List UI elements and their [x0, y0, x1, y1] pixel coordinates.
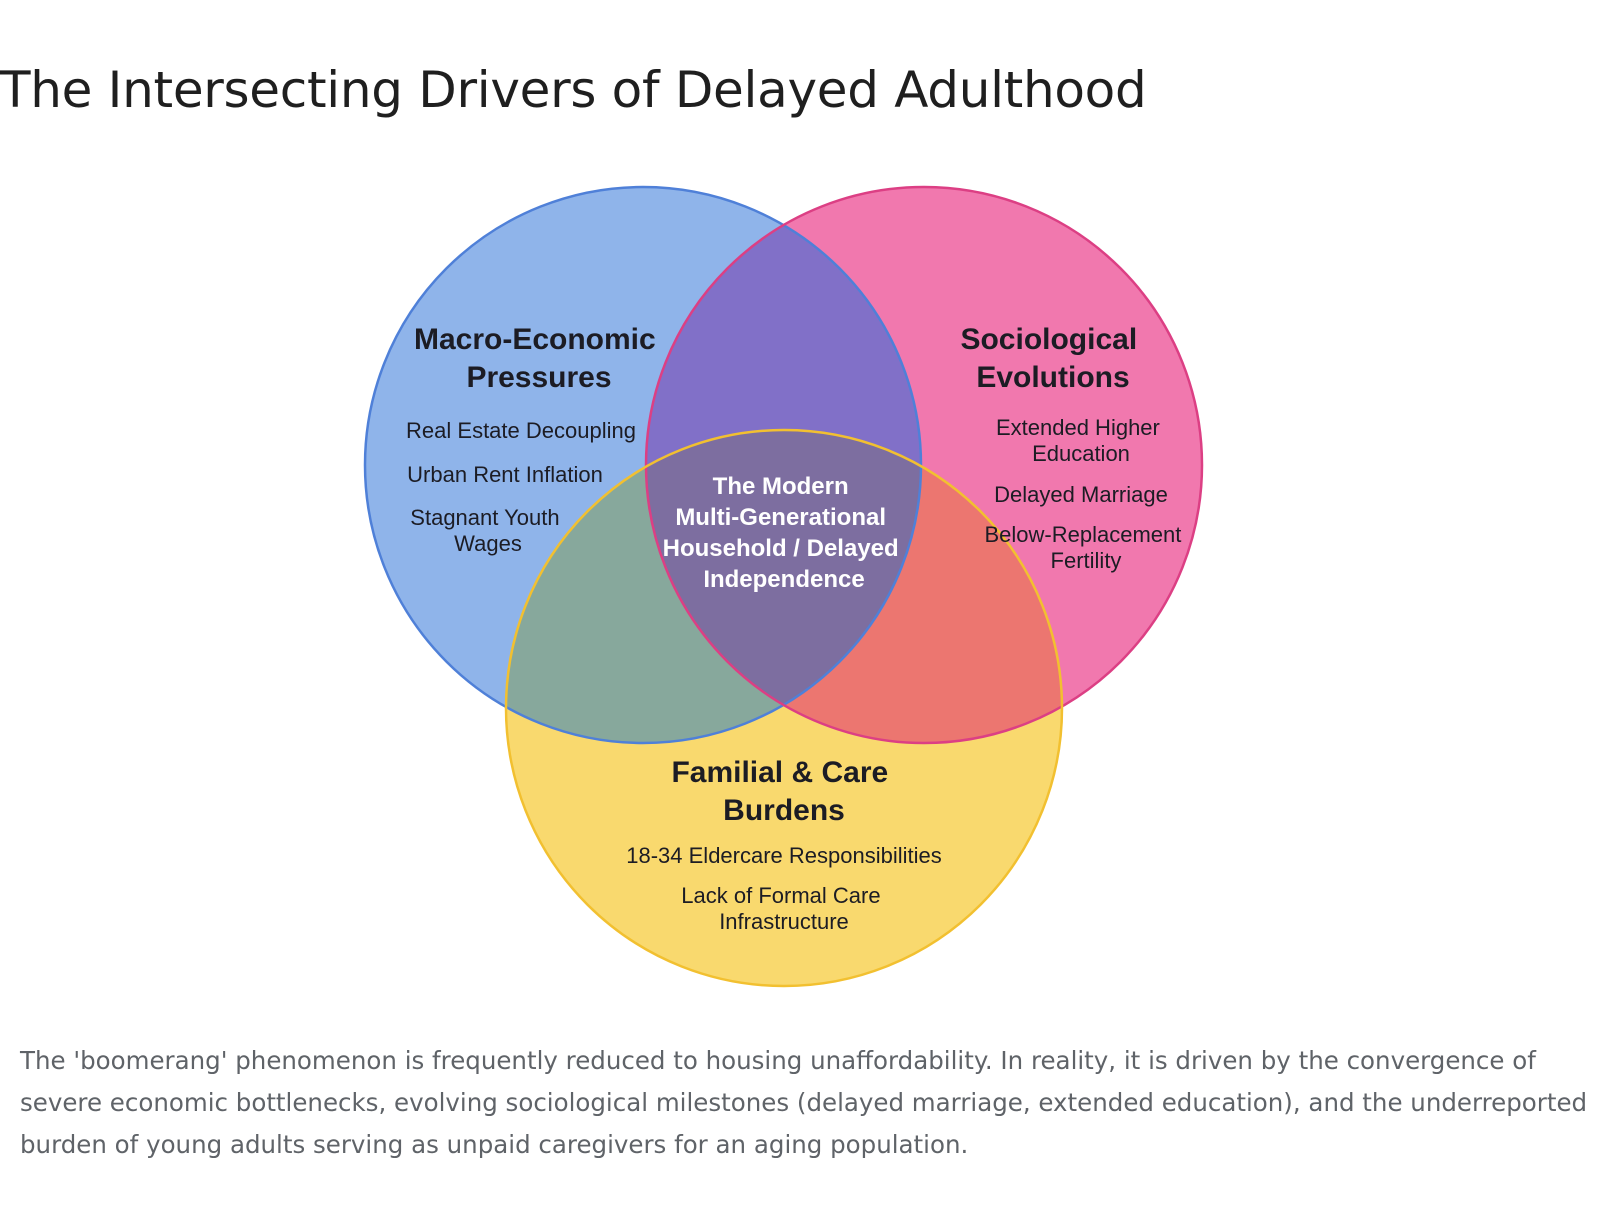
page-title: The Intersecting Drivers of Delayed Adul…: [0, 61, 1147, 119]
set-item: Stagnant Youth Wages: [410, 505, 565, 556]
set-item-line: Below-Replacement: [985, 522, 1182, 547]
center-label-line: Household / Delayed: [663, 535, 899, 562]
set-title-line: Sociological: [960, 323, 1137, 356]
set-title-line: Burdens: [723, 794, 845, 827]
venn-outline-sociological: [644, 185, 1204, 745]
set-item-line: 18-34 Eldercare Responsibilities: [626, 843, 942, 868]
set-item: Below-Replacement Fertility: [985, 522, 1188, 573]
center-label-line: Multi-Generational: [675, 504, 886, 531]
set-item: Delayed Marriage: [994, 482, 1168, 507]
set-title-economic: Macro-Economic Pressures: [414, 323, 664, 394]
center-label-line: Independence: [703, 566, 864, 593]
set-title-line: Familial & Care: [671, 756, 888, 789]
venn-diagram: Macro-Economic Pressures Real Estate Dec…: [363, 185, 1204, 988]
set-item-line: Delayed Marriage: [994, 482, 1168, 507]
set-item: Extended Higher Education: [996, 415, 1166, 466]
set-item-line: Education: [1032, 441, 1130, 466]
set-title-sociological: Sociological Evolutions: [960, 323, 1145, 394]
set-item-line: Real Estate Decoupling: [406, 418, 636, 443]
set-item-line: Infrastructure: [719, 909, 849, 934]
set-title-familial: Familial & Care Burdens: [671, 756, 896, 827]
set-title-line: Pressures: [466, 361, 611, 394]
set-item-line: Lack of Formal Care: [681, 883, 880, 908]
set-item-line: Wages: [454, 531, 522, 556]
set-item-line: Urban Rent Inflation: [407, 462, 603, 487]
set-item-line: Stagnant Youth: [410, 505, 559, 530]
set-item: Real Estate Decoupling: [406, 418, 636, 443]
venn-outline-familial: [504, 428, 1064, 988]
set-item-line: Extended Higher: [996, 415, 1160, 440]
set-item: Lack of Formal Care Infrastructure: [681, 883, 886, 934]
set-item: 18-34 Eldercare Responsibilities: [626, 843, 942, 868]
set-item-line: Fertility: [1051, 548, 1122, 573]
set-title-line: Macro-Economic: [414, 323, 656, 356]
caption-paragraph: The 'boomerang' phenomenon is frequently…: [20, 1046, 1588, 1159]
set-item: Urban Rent Inflation: [407, 462, 603, 487]
center-label: The Modern Multi-Generational Household …: [663, 473, 906, 593]
center-label-line: The Modern: [713, 473, 849, 500]
set-title-line: Evolutions: [976, 361, 1129, 394]
